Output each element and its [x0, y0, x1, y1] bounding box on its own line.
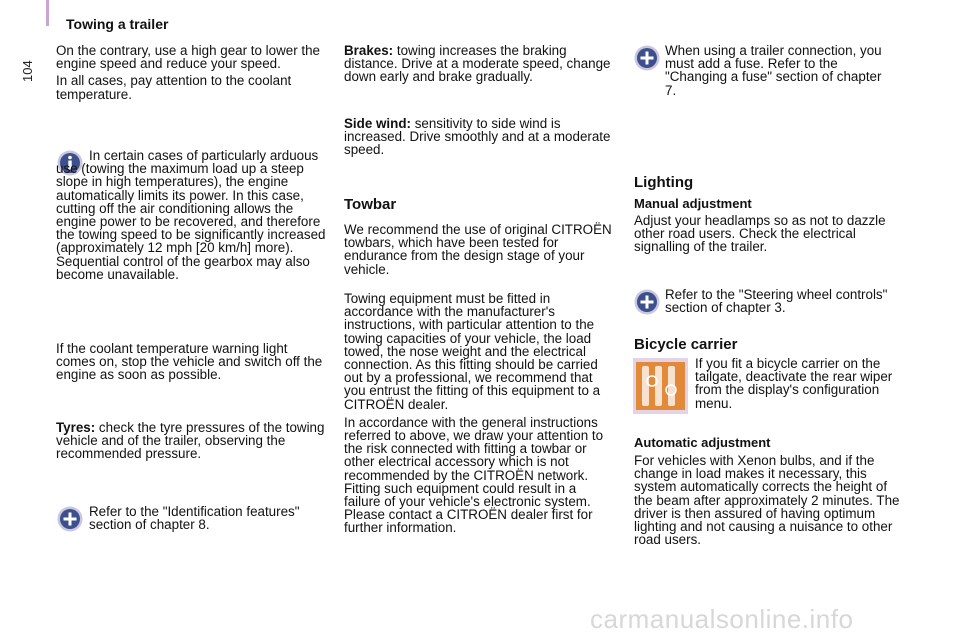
bicycle-carrier-text: If you fit a bicycle carrier on the tail… [695, 357, 895, 410]
plus-icon [57, 506, 83, 532]
coolant-warning: If the coolant temperature warning light… [56, 342, 328, 382]
tyres-label: Tyres: [56, 420, 96, 435]
side-wind-text: sensitivity to side wind is increased. D… [344, 116, 611, 158]
plus-icon [634, 45, 660, 71]
section-title: Towing a trailer [66, 16, 169, 32]
paragraph: Towing equipment must be fitted in accor… [344, 291, 601, 412]
paragraph: For vehicles with Xenon bulbs, and if th… [634, 453, 900, 548]
manual-adjustment-text: Adjust your headlamps so as not to dazzl… [634, 214, 896, 254]
section-marker-line [46, 0, 49, 26]
towbar-paragraph: We recommend the use of original CITROËN… [344, 223, 614, 276]
page-number: 104 [20, 60, 35, 82]
lighting-heading: Lighting [634, 174, 694, 191]
rear-wiper-icon [633, 358, 688, 414]
tyres-paragraph: Tyres: check the tyre pressures of the t… [56, 421, 328, 461]
brakes-paragraph: Brakes: towing increases the braking dis… [344, 44, 614, 84]
info-icon [57, 150, 83, 176]
reference-note-text: Refer to the "Identification features" s… [89, 504, 300, 533]
paragraph: We recommend the use of original CITROËN… [344, 222, 612, 277]
paragraph: In accordance with the general instructi… [344, 414, 604, 536]
automatic-adjustment-text: For vehicles with Xenon bulbs, and if th… [634, 453, 902, 548]
automatic-adjustment-heading: Automatic adjustment [634, 435, 771, 450]
plus-icon [634, 289, 660, 315]
paragraph: Adjust your headlamps so as not to dazzl… [634, 213, 886, 255]
info-note: In certain cases of particularly arduous… [56, 149, 328, 281]
tyres-text: check the tyre pressures of the towing v… [56, 420, 325, 462]
steering-note-text: Refer to the "Steering wheel controls" s… [665, 287, 888, 316]
fuse-note-text: When using a trailer connection, you mus… [665, 43, 882, 98]
paragraph: In all cases, pay attention to the coola… [56, 73, 292, 102]
towbar-paragraph: Towing equipment must be fitted in accor… [344, 292, 616, 535]
watermark: carmanualsonline.info [590, 604, 854, 634]
left-column: On the contrary, use a high gear to lowe… [56, 44, 324, 101]
steering-note: Refer to the "Steering wheel controls" s… [665, 287, 895, 316]
side-wind-label: Side wind: [344, 116, 411, 131]
brakes-text: towing increases the braking distance. D… [344, 43, 611, 85]
bicycle-carrier-heading: Bicycle carrier [634, 336, 738, 353]
towbar-heading: Towbar [344, 196, 397, 213]
brakes-label: Brakes: [344, 43, 394, 58]
side-wind-paragraph: Side wind: sensitivity to side wind is i… [344, 117, 614, 157]
fuse-note: When using a trailer connection, you mus… [665, 44, 895, 97]
page-margin: 104 [0, 0, 49, 640]
paragraph: If the coolant temperature warning light… [56, 341, 323, 383]
manual-adjustment-heading: Manual adjustment [634, 196, 752, 211]
paragraph: On the contrary, use a high gear to lowe… [56, 43, 320, 72]
info-note-text: In certain cases of particularly arduous… [56, 148, 326, 282]
reference-note: Refer to the "Identification features" s… [89, 504, 319, 533]
paragraph: If you fit a bicycle carrier on the tail… [695, 356, 893, 411]
